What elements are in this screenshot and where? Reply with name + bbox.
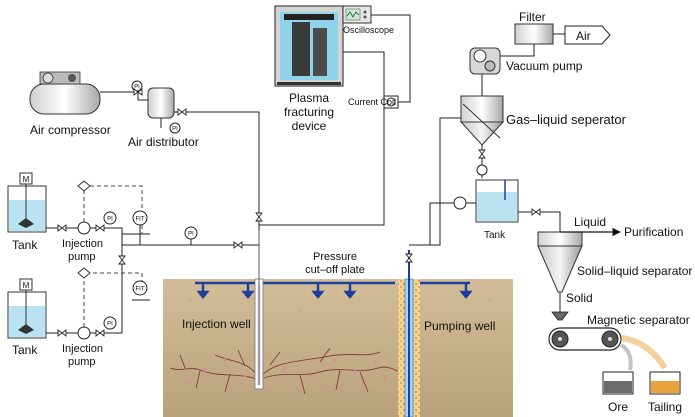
ground-texture (189, 299, 491, 396)
ore-bin (602, 371, 634, 395)
label-air: Air (576, 29, 591, 43)
filter (514, 23, 554, 45)
tailing-bin (649, 371, 681, 395)
injection-pump-upper (77, 221, 91, 235)
label-solid: Solid (566, 291, 593, 305)
fit-upper (132, 210, 148, 226)
label-pi-upper: PI (107, 217, 113, 223)
flow-check-icon (476, 164, 488, 176)
label-injection-well: Injection well (182, 317, 251, 331)
control-wires (258, 14, 411, 230)
label-vacuum-pump: Vacuum pump (506, 59, 583, 73)
collection-tank (475, 179, 519, 223)
pi-upper (103, 211, 117, 225)
label-pressure-2: cut–off plate (305, 264, 365, 276)
label-fit-upper: FIT (136, 217, 145, 223)
ground (163, 279, 513, 417)
label-m-upper: M (23, 175, 30, 184)
current-coil (383, 95, 399, 109)
label-tank-upper: Tank (12, 238, 38, 252)
fit-lower (132, 280, 148, 296)
fracture-blossoms (188, 358, 387, 394)
label-m-lower: M (23, 281, 30, 290)
air-outlet (564, 25, 611, 45)
label-solid-liquid: Solid–liquid separator (577, 264, 692, 278)
label-pumping-well: Pumping well (424, 319, 495, 333)
label-purification: Purification (624, 225, 683, 239)
label-pressure-1: Pressure (313, 251, 357, 263)
magnetic-separator (548, 311, 668, 371)
label-tank-collection: Tank (484, 230, 506, 241)
label-liquid: Liquid (574, 215, 606, 229)
label-injection-pump-lower-1: Injection (62, 343, 103, 355)
label-filter: Filter (519, 10, 546, 24)
label-air-compressor: Air compressor (30, 123, 111, 137)
label-current-coil: Current Coil (348, 97, 396, 107)
valve-icons (57, 88, 541, 337)
label-pi-main: PI (188, 232, 194, 238)
tank-lower (7, 278, 47, 339)
injection-well (254, 230, 264, 390)
label-pi-distributor: PI (172, 127, 178, 133)
label-magnetic: Magnetic separator (587, 313, 690, 327)
label-injection-pump-lower-2: pump (68, 356, 96, 368)
label-fit-lower: FIT (136, 287, 145, 293)
air-distributor (147, 87, 175, 119)
tank-upper (7, 172, 47, 233)
pumping-well (398, 250, 420, 417)
label-oscilloscope: Oscilloscope (343, 25, 394, 35)
label-pi-compressor: PI (134, 85, 140, 91)
pi-lower (103, 316, 117, 330)
label-gas-liquid: Gas–liquid seperator (506, 112, 627, 127)
label-tank-lower: Tank (12, 343, 38, 357)
gas-liquid-separator (459, 95, 505, 146)
pressure-cutoff-plates (195, 281, 473, 300)
label-air-distributor: Air distributor (128, 135, 199, 149)
controller-lower (77, 267, 91, 279)
controller-upper (77, 180, 91, 192)
vacuum-pump (469, 47, 501, 75)
label-plasma-3: device (292, 119, 327, 133)
label-pi-lower: PI (107, 322, 113, 328)
label-injection-pump-upper-2: pump (68, 251, 96, 263)
transfer-pump-icon (453, 196, 467, 210)
label-plasma-2: fracturing (284, 105, 334, 119)
injection-pump-lower (77, 326, 91, 340)
oscilloscope (342, 5, 372, 24)
air-compressor (29, 71, 101, 115)
fracture-network (169, 347, 401, 395)
solid-liquid-separator (537, 231, 583, 293)
plasma-fracturing-device (274, 5, 344, 87)
label-tailing: Tailing (648, 400, 682, 414)
label-injection-pump-upper-1: Injection (62, 238, 103, 250)
label-ore: Ore (608, 400, 628, 414)
label-plasma-1: Plasma (289, 91, 329, 105)
pi-distributor (169, 122, 181, 134)
